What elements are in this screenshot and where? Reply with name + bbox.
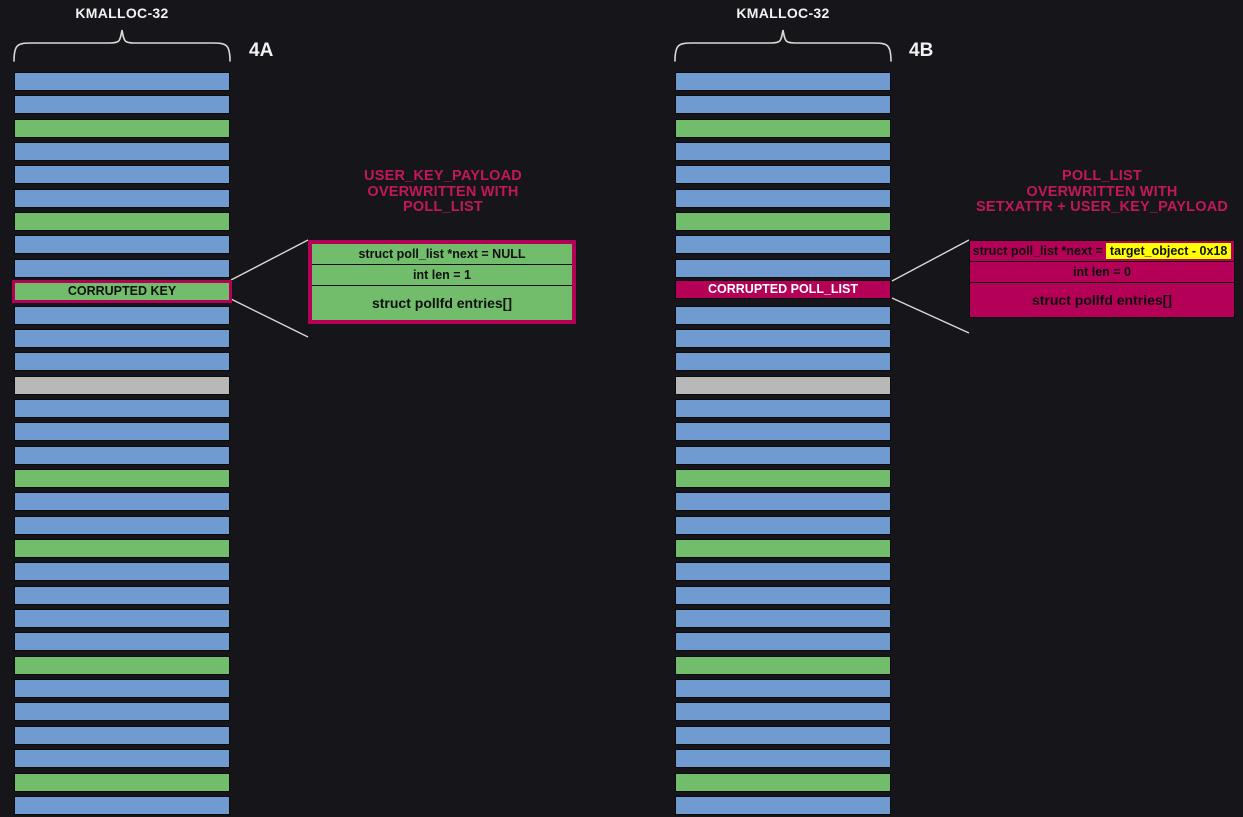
struct-field-next-a: struct poll_list *next = NULL xyxy=(312,244,572,265)
slab-row xyxy=(14,632,230,652)
struct-field-len-a: int len = 1 xyxy=(312,265,572,286)
slab-row-highlight-panel-a: CORRUPTED KEY xyxy=(12,280,232,304)
slab-row xyxy=(675,212,891,232)
slab-row xyxy=(14,142,230,162)
struct-box-a: struct poll_list *next = NULL int len = … xyxy=(308,240,576,324)
slab-row xyxy=(14,679,230,699)
slab-row xyxy=(675,585,891,605)
slab-row xyxy=(675,352,891,372)
slab-row xyxy=(14,609,230,629)
target-object-highlight: target_object - 0x18 xyxy=(1105,243,1232,259)
slab-row xyxy=(675,749,891,769)
slab-row xyxy=(675,492,891,512)
struct-field-entries-a: struct pollfd entries[] xyxy=(312,286,572,320)
slab-row xyxy=(675,398,891,418)
slab-row xyxy=(14,258,230,278)
slab-row xyxy=(14,235,230,255)
slab-row xyxy=(14,95,230,115)
slab-row xyxy=(14,655,230,675)
slab-row xyxy=(14,468,230,488)
slab-title-a: KMALLOC-32 xyxy=(75,5,169,21)
struct-box-b: struct poll_list *next = target_object -… xyxy=(969,240,1235,318)
slab-row xyxy=(14,585,230,605)
step-label-a: 4A xyxy=(249,40,274,61)
slab-row xyxy=(675,328,891,348)
slab-row xyxy=(14,375,230,395)
slab-row xyxy=(675,632,891,652)
slab-row xyxy=(675,118,891,138)
slab-row xyxy=(14,539,230,558)
struct-field-entries-b-text: struct pollfd entries[] xyxy=(1031,292,1172,308)
struct-field-next-b: struct poll_list *next = target_object -… xyxy=(970,241,1234,262)
brace-a xyxy=(13,29,231,62)
slab-row xyxy=(14,188,230,208)
slab-row xyxy=(675,235,891,255)
slab-row xyxy=(675,165,891,185)
slab-row xyxy=(14,398,230,418)
struct-field-next-a-text: struct poll_list *next = NULL xyxy=(358,247,526,261)
slab-row xyxy=(675,445,891,465)
struct-field-len-b: int len = 0 xyxy=(970,262,1234,283)
callout-title-a: USER_KEY_PAYLOAD OVERWRITTEN WITH POLL_L… xyxy=(364,168,522,215)
slab-row xyxy=(675,375,891,395)
slab-row xyxy=(675,422,891,442)
slab-row-highlight-panel-b: CORRUPTED POLL_LIST xyxy=(675,280,891,300)
slab-row xyxy=(675,305,891,325)
slab-row xyxy=(14,772,230,792)
slab-title-b: KMALLOC-32 xyxy=(736,5,830,21)
slab-row xyxy=(14,725,230,745)
slab-row xyxy=(675,72,891,91)
slab-row xyxy=(675,539,891,558)
brace-b xyxy=(674,29,892,62)
slab-row xyxy=(675,772,891,792)
slab-row xyxy=(675,795,891,815)
slab-row xyxy=(675,702,891,722)
slab-row xyxy=(14,118,230,138)
slab-row xyxy=(14,352,230,372)
slab-row xyxy=(675,679,891,699)
slab-row xyxy=(675,258,891,278)
slab-row xyxy=(14,212,230,232)
slab-row xyxy=(675,95,891,115)
slab-row xyxy=(14,749,230,769)
step-label-b: 4B xyxy=(909,40,934,61)
slab-row xyxy=(14,562,230,582)
struct-field-len-b-text: int len = 0 xyxy=(1072,265,1131,279)
struct-field-len-a-text: int len = 1 xyxy=(412,268,471,282)
slab-row xyxy=(675,142,891,162)
struct-field-entries-a-text: struct pollfd entries[] xyxy=(371,295,512,311)
slab-row xyxy=(14,702,230,722)
slab-row xyxy=(675,725,891,745)
slab-row xyxy=(14,165,230,185)
slab-row xyxy=(14,492,230,512)
slab-row xyxy=(14,72,230,91)
slab-row xyxy=(14,445,230,465)
slab-row xyxy=(675,609,891,629)
slab-row xyxy=(675,655,891,675)
struct-field-entries-b: struct pollfd entries[] xyxy=(970,283,1234,317)
slab-row xyxy=(14,305,230,325)
slab-row xyxy=(14,795,230,815)
slab-row xyxy=(675,188,891,208)
callout-title-b: POLL_LIST OVERWRITTEN WITH SETXATTR + US… xyxy=(975,168,1229,215)
slab-row xyxy=(14,328,230,348)
struct-field-next-b-text: struct poll_list *next = xyxy=(972,244,1103,258)
slab-row xyxy=(14,422,230,442)
slab-row xyxy=(14,515,230,535)
slab-row xyxy=(675,468,891,488)
slab-row xyxy=(675,515,891,535)
slab-row xyxy=(675,562,891,582)
